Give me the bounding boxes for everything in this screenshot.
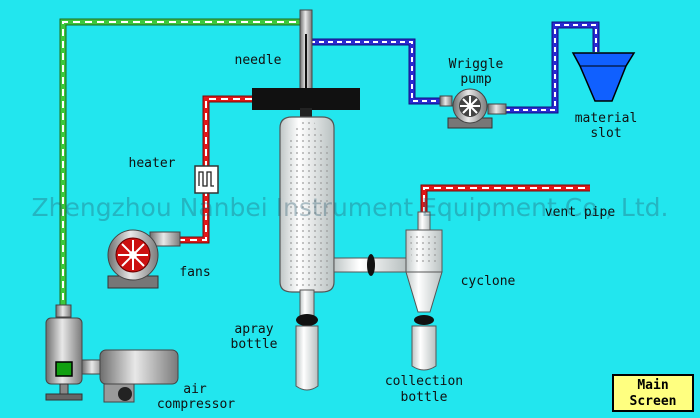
- wriggle-pump-label-line1: Wriggle: [448, 57, 504, 72]
- air-compressor-label-line2: compressor: [156, 397, 236, 412]
- spray-bottle-label-line2: bottle: [230, 337, 278, 352]
- spray-bottle-label-line1: apray: [234, 322, 274, 337]
- material-slot-label-line2: slot: [590, 126, 622, 141]
- air-compressor: [45, 304, 179, 403]
- needle: [299, 9, 313, 91]
- main-screen-button-line2: Screen: [629, 394, 677, 409]
- needle-label: needle: [234, 53, 282, 68]
- material-slot-label-line1: material: [574, 111, 638, 126]
- hot-air-line: [178, 95, 252, 244]
- vent-pipe-label: vent pipe: [544, 205, 616, 220]
- drying-chamber: [279, 116, 335, 293]
- main-screen-button-line1: Main: [637, 378, 669, 393]
- air-line: [59, 18, 302, 312]
- collection-bottle-label-line2: bottle: [400, 390, 448, 405]
- collection-bottle: [411, 315, 437, 371]
- fan: [107, 229, 181, 289]
- chamber-cyclone-connector: [333, 254, 407, 276]
- wriggle-pump: [439, 88, 507, 129]
- wriggle-pump-label-line2: pump: [460, 72, 492, 87]
- spray-bottle: [295, 289, 319, 391]
- heater-label: heater: [128, 156, 176, 171]
- main-screen-button[interactable]: Main Screen: [612, 374, 694, 412]
- cyclone: [405, 211, 443, 313]
- liquid-line: [312, 21, 600, 114]
- air-compressor-label-line1: air: [183, 382, 207, 397]
- heater: [194, 165, 219, 194]
- vent-pipe: [420, 184, 590, 214]
- fans-label: fans: [179, 265, 211, 280]
- material-slot: [571, 52, 636, 102]
- collection-bottle-label-line1: collection: [384, 374, 464, 389]
- cyclone-label: cyclone: [460, 274, 516, 289]
- nozzle-block: [252, 88, 360, 110]
